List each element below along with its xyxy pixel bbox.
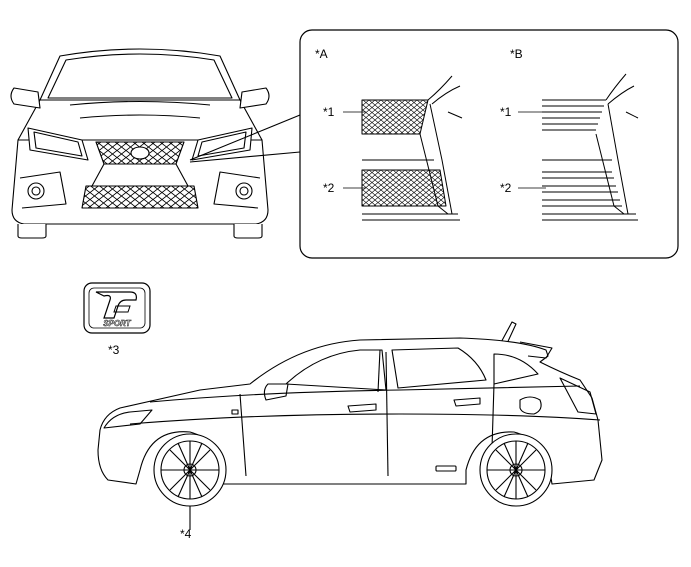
f-sport-emblem: SPORT [83, 282, 151, 334]
side-view-car [97, 321, 603, 530]
callout-1-variant-b: *1 [500, 105, 512, 119]
callout-4-wheel: *4 [180, 527, 192, 541]
callout-leaders [343, 111, 546, 189]
callout-3-emblem: *3 [108, 343, 120, 357]
variant-b-grille-detail [542, 73, 639, 221]
grille-detail-box [299, 29, 679, 259]
callout-1-variant-a: *1 [323, 105, 335, 119]
callout-2-variant-b: *2 [500, 181, 512, 195]
front-view-car [10, 48, 301, 239]
emblem-badge-lettering: SPORT [103, 319, 132, 328]
callout-2-variant-a: *2 [323, 181, 335, 195]
variant-b-label: *B [510, 47, 523, 61]
variant-a-label: *A [315, 47, 328, 61]
variant-a-grille-detail [361, 75, 463, 221]
